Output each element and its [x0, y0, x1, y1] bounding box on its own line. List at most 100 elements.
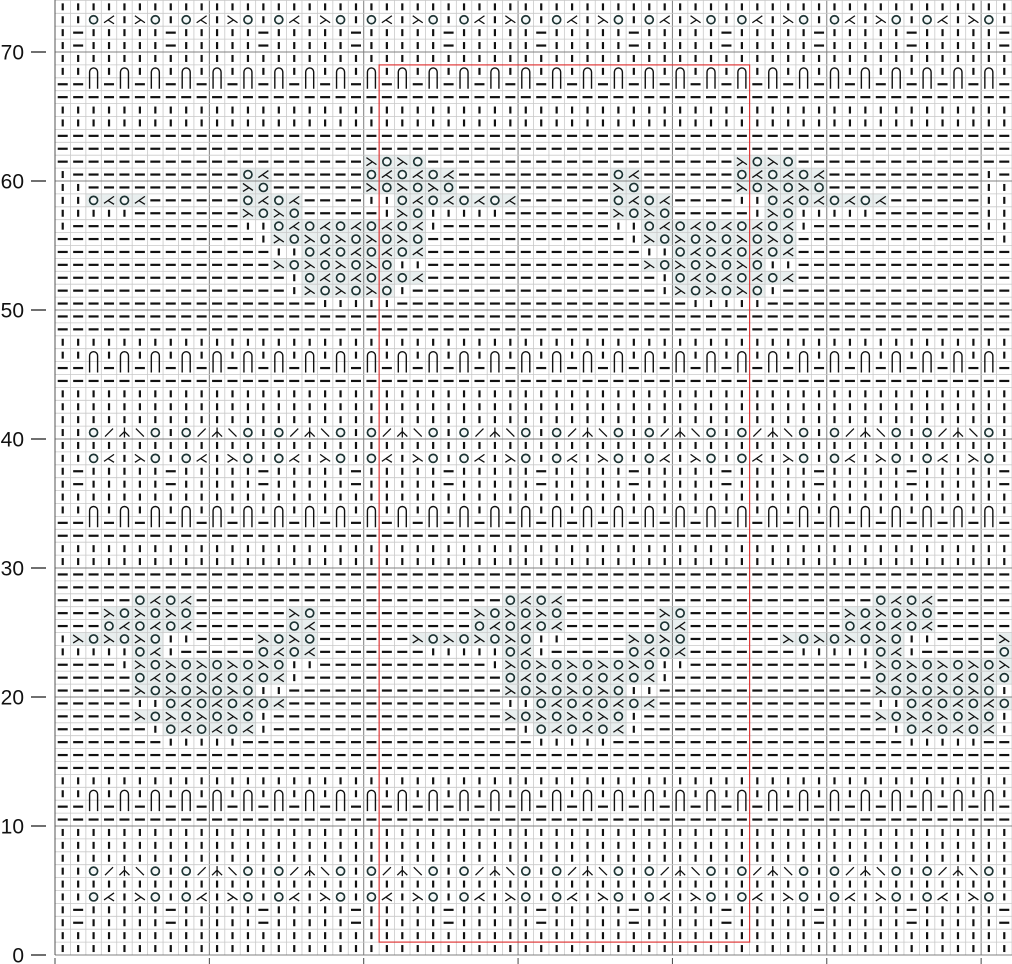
right-slant [289, 428, 299, 438]
right-decrease [335, 234, 346, 244]
left-decrease [875, 195, 887, 205]
right-decrease [335, 286, 346, 296]
yarn-over [706, 427, 716, 438]
cable-arch [150, 351, 161, 373]
yarn-over [505, 595, 516, 606]
left-decrease [474, 892, 485, 902]
right-decrease [659, 608, 671, 618]
yarn-over [304, 608, 315, 619]
central-double-decrease [767, 427, 779, 438]
right-decrease [134, 453, 146, 463]
left-decrease [613, 724, 624, 734]
left-decrease [674, 647, 686, 657]
right-decrease [273, 234, 285, 244]
right-decrease [798, 182, 809, 192]
yarn-over [675, 272, 685, 283]
left-decrease [304, 621, 316, 631]
left-decrease [350, 247, 362, 257]
left-slant [505, 428, 515, 438]
left-slant [320, 428, 330, 438]
cable-arch [212, 505, 222, 528]
right-decrease [134, 660, 146, 670]
central-double-decrease [396, 427, 408, 438]
yarn-over [798, 169, 809, 180]
yarn-over [227, 672, 238, 683]
yarn-over [165, 621, 176, 631]
yarn-over [243, 427, 253, 438]
yarn-over [135, 595, 145, 606]
cable-arch [860, 789, 871, 812]
yarn-over [181, 892, 192, 902]
left-decrease [288, 453, 300, 463]
left-decrease [566, 892, 578, 902]
right-decrease [304, 260, 316, 270]
right-decrease [165, 660, 177, 670]
cable-arch [119, 67, 130, 89]
right-decrease [643, 234, 655, 244]
left-decrease [288, 15, 300, 25]
right-decrease [134, 608, 146, 618]
right-decrease [72, 634, 84, 644]
right-slant [382, 428, 392, 438]
yarn-over [428, 427, 439, 438]
right-decrease [875, 634, 887, 644]
yarn-over [135, 621, 145, 631]
cable-arch [521, 351, 531, 373]
right-decrease [628, 660, 640, 670]
yarn-over [320, 260, 330, 270]
right-decrease [566, 711, 578, 721]
yarn-over [690, 285, 701, 296]
yarn-over [937, 698, 948, 709]
yarn-over [567, 724, 577, 735]
right-decrease [396, 182, 408, 192]
left-decrease [751, 453, 763, 463]
right-decrease [165, 686, 177, 696]
yarn-over [613, 711, 624, 722]
right-decrease [242, 182, 254, 192]
cable-arch [675, 351, 685, 373]
cable-arch [243, 351, 253, 373]
left-decrease [149, 595, 161, 605]
yarn-over [289, 621, 300, 631]
yarn-over [999, 646, 1010, 657]
yarn-over [428, 634, 439, 644]
left-slant [135, 428, 145, 438]
yarn-over [628, 698, 639, 709]
cable-arch [551, 351, 562, 373]
yarn-over [644, 892, 655, 902]
yarn-over [968, 698, 979, 709]
right-decrease [813, 634, 825, 644]
cable-arch [829, 67, 840, 89]
right-decrease [227, 892, 238, 902]
left-slant [413, 866, 423, 876]
right-decrease [906, 660, 918, 670]
yarn-over [551, 711, 562, 722]
central-double-decrease [952, 427, 964, 438]
cable-arch [582, 67, 593, 89]
left-decrease [751, 273, 763, 283]
right-decrease [504, 15, 516, 25]
yarn-over [196, 698, 207, 709]
left-decrease [520, 595, 532, 605]
cable-arch [243, 67, 253, 89]
left-decrease [196, 892, 208, 902]
cable-arch [304, 505, 315, 528]
right-decrease [937, 711, 948, 721]
right-decrease [227, 660, 238, 670]
right-decrease [736, 182, 748, 192]
left-decrease [443, 170, 454, 180]
yarn-over [783, 156, 794, 167]
right-decrease [134, 892, 146, 902]
yarn-over [536, 724, 547, 735]
yarn-over [536, 698, 547, 709]
yarn-over [474, 621, 485, 631]
yarn-over [181, 14, 192, 25]
cable-arch [582, 789, 593, 812]
left-slant [228, 866, 237, 876]
left-decrease [242, 698, 254, 708]
left-decrease [103, 195, 115, 205]
cable-arch [490, 789, 500, 812]
cable-arch [798, 789, 809, 812]
left-decrease [952, 724, 964, 734]
left-decrease [937, 15, 948, 25]
